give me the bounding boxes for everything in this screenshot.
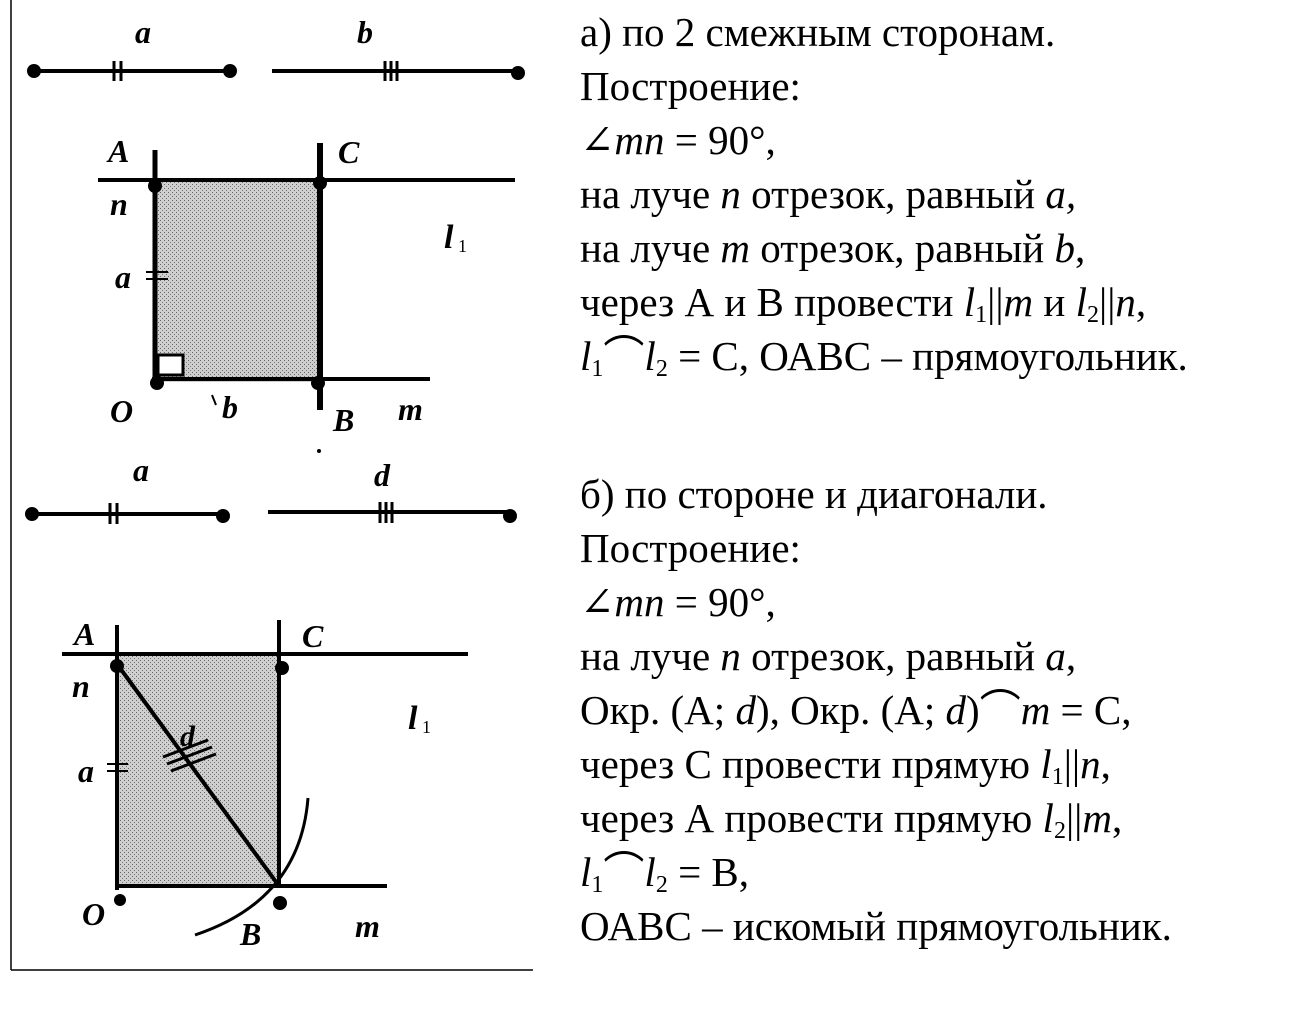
line-l1-sub-bottom: 1 bbox=[422, 717, 431, 737]
section-b-title: б) по стороне и диагонали. bbox=[580, 471, 1048, 517]
segment-b-label-top: b bbox=[357, 14, 373, 50]
intersection-icon: ⌒ bbox=[603, 849, 645, 895]
section-a-angle-step: ∠mn = 90°, bbox=[580, 117, 776, 163]
section-a-title: а) по 2 смежным сторонам. bbox=[580, 9, 1056, 55]
section-b-angle-step: ∠mn = 90°, bbox=[580, 579, 776, 625]
point-c-label-top: C bbox=[338, 134, 360, 170]
point-o-label-top: O bbox=[110, 393, 133, 429]
line-l1-label-bottom: l bbox=[408, 700, 418, 737]
diagonal-d-bottom bbox=[115, 662, 281, 888]
point-a-bottom bbox=[110, 659, 124, 673]
segment-b-top bbox=[272, 61, 525, 81]
point-o-label-bottom: O bbox=[82, 896, 105, 932]
point-b-label-top: B bbox=[332, 402, 354, 438]
section-a-text: а) по 2 смежным сторонам. Построение: ∠m… bbox=[580, 5, 1188, 383]
segment-d-bottom bbox=[268, 502, 517, 523]
ray-n-label-bottom: n bbox=[72, 668, 90, 704]
arc-circle-a-d bbox=[194, 797, 310, 937]
segment-a-label-bottom: a bbox=[133, 452, 149, 488]
diagonal-d-label-bottom: d bbox=[180, 720, 196, 753]
side-a-label-bottom: a bbox=[78, 753, 94, 789]
section-b-construction-heading: Построение: bbox=[580, 525, 801, 571]
stray-dot-top bbox=[317, 449, 321, 453]
section-b-step-l2: через А провести прямую l2||m, bbox=[580, 795, 1123, 844]
point-a-top bbox=[148, 179, 162, 193]
ray-m-label-bottom: m bbox=[355, 908, 380, 944]
tick-b-top bbox=[211, 394, 217, 406]
intersection-icon: ⌒ bbox=[603, 333, 645, 379]
tick-d-bottom bbox=[162, 738, 217, 773]
construction-figure: a b A C n a O b B m l 1 a d bbox=[10, 0, 533, 971]
side-a-label-top: a bbox=[115, 259, 131, 295]
segment-d-label-bottom: d bbox=[374, 457, 391, 493]
section-b-step-circle: Окр. (А; d), Окр. (А; d)⌒m = С, bbox=[580, 687, 1132, 733]
segment-a-label-top: a bbox=[135, 14, 151, 50]
line-l1-label-top: l bbox=[444, 219, 454, 256]
section-b-step-intersection: l1⌒l2 = В, bbox=[580, 849, 750, 898]
line-l1-sub-top: 1 bbox=[458, 236, 467, 256]
angle-icon: ∠ bbox=[580, 579, 615, 625]
section-b-step-l1: через С провести прямую l1||n, bbox=[580, 741, 1111, 790]
section-a-step-n: на луче n отрезок, равный a, bbox=[580, 171, 1077, 217]
angle-icon: ∠ bbox=[580, 117, 615, 163]
side-b-label-top: b bbox=[222, 389, 238, 425]
point-o-top bbox=[150, 376, 164, 390]
segment-a-top bbox=[27, 61, 237, 81]
ray-m-label-top: m bbox=[398, 391, 423, 427]
section-b-step-n: на луче n отрезок, равный a, bbox=[580, 633, 1077, 679]
section-a-step-parallels: через А и В провести l1||m и l2||n, bbox=[580, 279, 1147, 328]
point-c-top bbox=[313, 176, 327, 190]
point-c-bottom bbox=[275, 661, 289, 675]
point-o-bottom bbox=[114, 894, 126, 906]
section-a-construction-heading: Построение: bbox=[580, 63, 801, 109]
section-b-result: ОАВС – искомый прямоугольник. bbox=[580, 903, 1172, 949]
right-angle-mark-top bbox=[156, 353, 185, 377]
point-b-top bbox=[311, 376, 325, 390]
point-a-label-top: A bbox=[106, 133, 129, 169]
point-c-label-bottom: C bbox=[302, 618, 324, 654]
section-a-step-m: на луче m отрезок, равный b, bbox=[580, 225, 1086, 271]
ray-n-label-top: n bbox=[110, 186, 128, 222]
point-b-bottom bbox=[273, 896, 287, 910]
intersection-icon: ⌒ bbox=[979, 687, 1021, 733]
rectangle-oabc-top bbox=[155, 182, 318, 382]
point-a-label-bottom: A bbox=[72, 616, 95, 652]
segment-a-bottom bbox=[25, 503, 230, 524]
section-b-text: б) по стороне и диагонали. Построение: ∠… bbox=[580, 467, 1172, 953]
point-b-label-bottom: B bbox=[239, 916, 261, 952]
section-a-step-result: l1⌒l2 = С, ОАВС – прямоугольник. bbox=[580, 333, 1188, 382]
